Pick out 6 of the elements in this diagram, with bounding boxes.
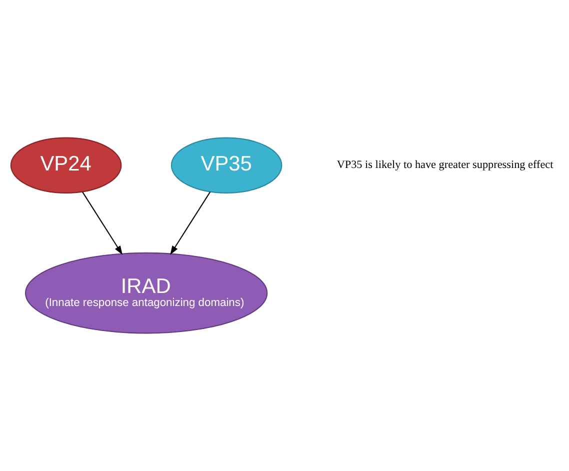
node-ellipse: VP35 [170,137,282,194]
label: VP35 is likely to have greater suppressing effect [336,159,554,172]
arrow [170,192,211,255]
node-ellipse: IRAD (Innate response antagonizing domains) [24,252,268,334]
arrow [82,192,123,255]
node-ellipse: VP24 [10,137,122,194]
